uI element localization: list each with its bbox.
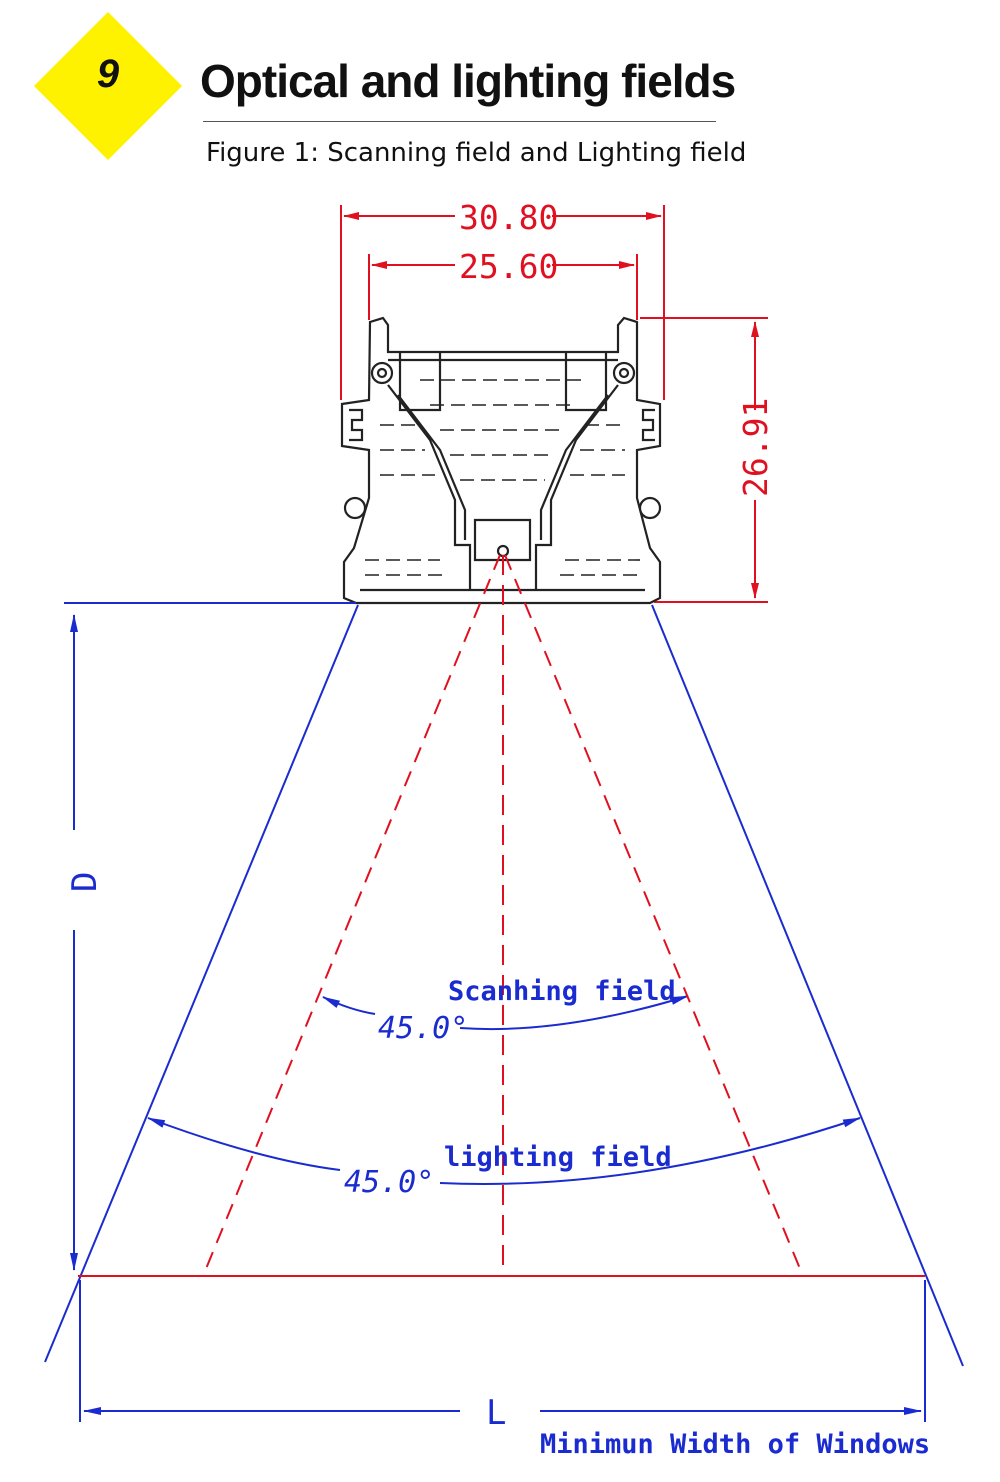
window-length-label: L bbox=[486, 1393, 506, 1433]
outer-width-dimension: 30.80 bbox=[459, 198, 558, 237]
inner-width-dimension: 25.60 bbox=[459, 247, 558, 286]
lighting-field-lines bbox=[44, 602, 964, 1422]
scanning-field-label: Scanhing field bbox=[448, 976, 676, 1007]
distance-label: D bbox=[65, 872, 105, 892]
scanning-angle-label: 45.0° bbox=[378, 1011, 468, 1046]
height-dimension: 26.91 bbox=[736, 398, 775, 497]
figure-caption: Figure 1: Scanning field and Lighting fi… bbox=[206, 138, 747, 168]
scanning-field-lines bbox=[78, 554, 925, 1277]
scanner-device-drawing bbox=[340, 316, 662, 605]
scanner-inner-hatching bbox=[365, 379, 640, 576]
window-caption: Minimun Width of Windows bbox=[540, 1429, 930, 1460]
page-title: Optical and lighting fields bbox=[200, 55, 736, 107]
lighting-angle-label: 45.0° bbox=[344, 1165, 434, 1200]
section-number: 9 bbox=[96, 52, 120, 96]
dimension-lines bbox=[340, 205, 768, 603]
section-badge bbox=[34, 12, 182, 160]
lighting-field-label: lighting field bbox=[444, 1142, 672, 1173]
title-divider bbox=[203, 121, 716, 122]
